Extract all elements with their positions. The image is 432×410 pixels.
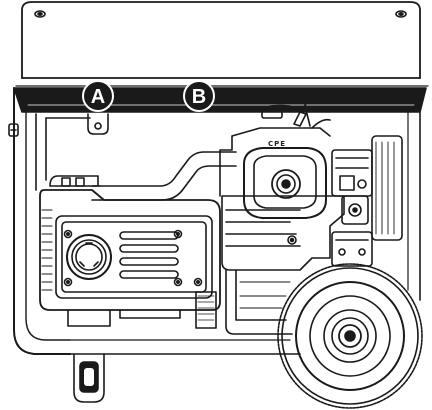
battery-box bbox=[331, 231, 373, 267]
vent-slots bbox=[119, 231, 179, 279]
callout-a: A bbox=[82, 80, 114, 112]
support-foot bbox=[73, 353, 105, 403]
callout-b: B bbox=[183, 80, 215, 112]
lower-mount bbox=[67, 291, 217, 329]
alternator-housing bbox=[39, 189, 221, 311]
frame-clip bbox=[8, 123, 19, 137]
fuel-valve bbox=[341, 195, 369, 225]
top-cover bbox=[15, 1, 429, 87]
callout-b-label: B bbox=[192, 86, 206, 108]
wheel bbox=[277, 263, 423, 409]
housing-ribs bbox=[41, 209, 53, 291]
recoil-starter bbox=[243, 147, 327, 219]
housing-screws bbox=[63, 229, 203, 287]
carburetor bbox=[331, 149, 373, 197]
engine-head bbox=[219, 104, 331, 197]
engine-brand-label: CPE bbox=[268, 140, 286, 148]
cover-bolt-left bbox=[34, 10, 46, 18]
hose-left bbox=[49, 175, 99, 187]
spark-plug bbox=[293, 103, 331, 129]
hanger-bracket bbox=[87, 113, 109, 135]
outlet-receptacle bbox=[66, 234, 112, 280]
engine-block bbox=[221, 195, 345, 271]
callout-a-label: A bbox=[91, 86, 105, 108]
air-filter bbox=[371, 135, 403, 241]
frame bbox=[13, 87, 421, 355]
frame-rail bbox=[13, 87, 427, 113]
muffler bbox=[225, 269, 293, 335]
cover-bolt-right bbox=[395, 10, 407, 18]
intake-tube bbox=[91, 151, 237, 201]
